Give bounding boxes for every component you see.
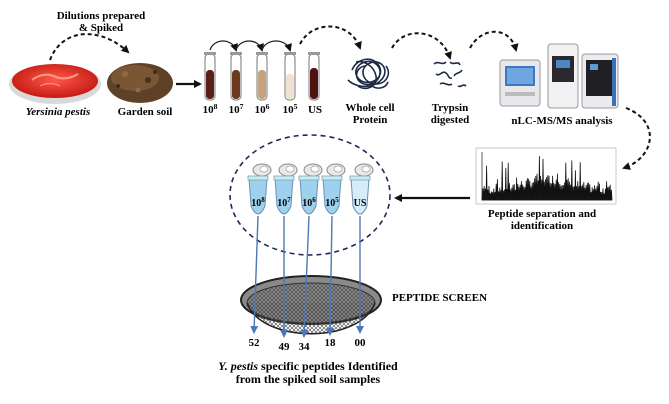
whole-cell-line-1: Whole cell: [345, 102, 395, 114]
nlc-label: nLC-MS/MS analysis: [511, 115, 613, 127]
vial-4: 105 18: [321, 163, 346, 349]
trypsin-line-1: Trypsin: [431, 102, 469, 114]
mass-spectrometer-icon: [499, 43, 619, 109]
vial-cap-icon: [354, 163, 374, 177]
dashed-arrow-to-chromatogram: [622, 107, 651, 170]
vials-layer: 108 52 107 49 106 34 105 18 US 00: [247, 163, 374, 353]
tube-label-3: 106: [255, 102, 270, 116]
dilutions-label: Dilutions prepared & Spiked: [46, 10, 156, 34]
peptide-screen-icon: [240, 275, 382, 335]
footer-line-1: Y. pestis specific peptides Identified: [218, 360, 398, 373]
protein-tangle-icon: [347, 58, 390, 90]
peptide-count-5: 00: [355, 337, 367, 349]
soil-pile-icon: [107, 63, 173, 103]
trypsin-line-2: digested: [430, 114, 470, 126]
vial-3: 106 34: [299, 163, 323, 353]
vial-body: [299, 177, 319, 215]
peptide-count-3: 34: [299, 341, 311, 353]
dashed-arrow-to-ms: [469, 30, 519, 52]
chromatogram-icon: [475, 147, 617, 205]
vial-label-3: 106: [302, 196, 316, 209]
vial-body: [322, 177, 342, 215]
vial-cap-icon: [326, 163, 346, 177]
footer-rest: specific peptides Identified: [258, 359, 398, 373]
vial-label-2: 107: [277, 196, 291, 209]
whole-cell-protein-label: Whole cell Protein: [338, 102, 402, 126]
trypsin-label: Trypsin digested: [420, 102, 480, 126]
tube-label-2: 107: [229, 102, 244, 116]
dashed-arrow-to-trypsin: [391, 32, 452, 60]
footer-line-2: from the spiked soil samples: [235, 372, 381, 386]
dilution-tubes-icon: [204, 40, 320, 101]
tube-label-1: 108: [203, 102, 218, 116]
vial-label-4: 105: [325, 196, 339, 209]
dashed-arrow-to-protein: [299, 25, 362, 50]
peptide-sep-line-2: identification: [510, 220, 574, 232]
vial-body: [350, 177, 370, 215]
garden-soil-label: Garden soil: [117, 106, 173, 118]
tube-label-5: US: [308, 104, 322, 116]
footer-caption: Y. pestis specific peptides Identified f…: [218, 360, 398, 386]
peptide-sep-line-1: Peptide separation and: [487, 208, 597, 220]
vial-cap-icon: [252, 163, 272, 177]
vial-5: US 00: [349, 163, 374, 349]
peptide-separation-label: Peptide separation and identification: [474, 208, 610, 232]
vial-group-outline: [229, 134, 391, 256]
vial-line-1: [250, 215, 259, 334]
dashed-arrow-dilution: [49, 33, 130, 61]
vial-label-1: 108: [251, 196, 265, 209]
vial-body: [248, 177, 268, 215]
dilutions-line-1: Dilutions prepared: [56, 10, 146, 22]
peptide-count-2: 49: [279, 341, 291, 353]
tube-labels-layer: 108 107 106 105 US: [203, 102, 322, 116]
petri-dish-icon: [9, 64, 101, 104]
vial-body: [274, 177, 294, 215]
peptide-count-4: 18: [325, 337, 337, 349]
yersinia-label: Yersinia pestis: [25, 106, 91, 118]
vial-cap-icon: [303, 163, 323, 177]
vial-label-5: US: [354, 198, 367, 209]
footer-italic-species: Y. pestis: [218, 359, 259, 373]
tube-label-4: 105: [283, 102, 298, 116]
peptide-screen-label: PEPTIDE SCREEN: [392, 292, 488, 304]
peptide-count-1: 52: [249, 337, 261, 349]
vial-line-4: [326, 215, 335, 336]
vial-cap-icon: [278, 163, 298, 177]
peptide-fragments-icon: [433, 61, 467, 88]
whole-cell-line-2: Protein: [352, 114, 388, 126]
vial-2: 107 49: [273, 163, 298, 353]
vial-1: 108 52: [247, 163, 272, 349]
vial-line-3: [300, 215, 310, 338]
dilutions-line-2: & Spiked: [78, 22, 124, 34]
